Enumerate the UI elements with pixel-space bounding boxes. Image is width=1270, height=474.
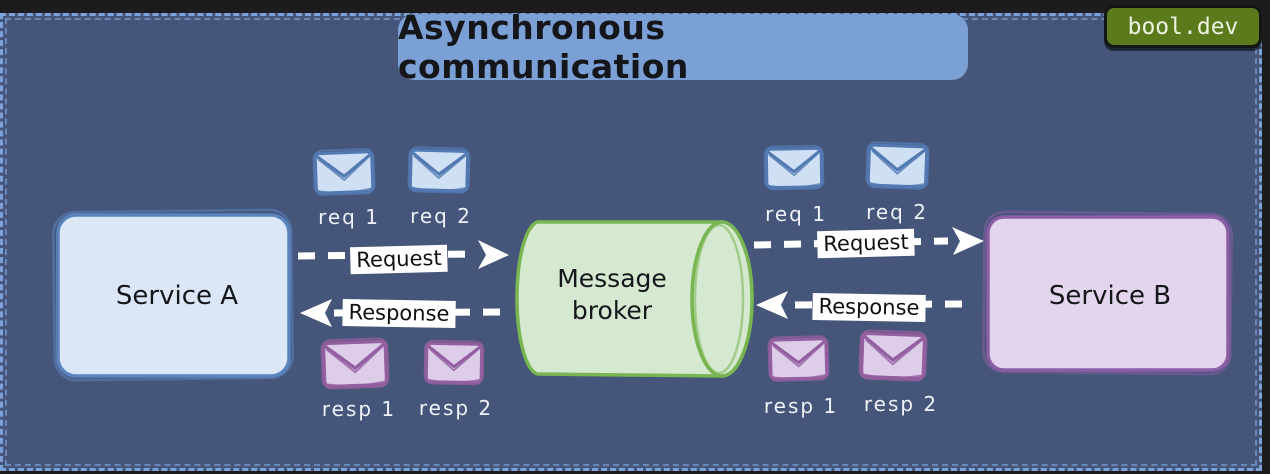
service-a-node [51, 208, 295, 382]
envelope-icon [313, 148, 375, 196]
diagram-title-text: Asynchronous communication [398, 8, 689, 86]
request-label-left: Request [350, 244, 448, 275]
envelope-icon [859, 330, 927, 381]
envelope-icon [321, 338, 389, 389]
service-a-label: Service A [115, 281, 239, 311]
left-resp1-label: resp 1 [321, 397, 397, 421]
service-b-label: Service B [1048, 281, 1172, 311]
envelope-icon [764, 145, 824, 190]
request-label-right: Request [817, 228, 915, 259]
right-req1-label: req 1 [765, 202, 827, 226]
envelope-icon [408, 147, 470, 193]
right-resp1-label: resp 1 [763, 394, 839, 418]
response-arrow-broker-to-a [300, 299, 501, 327]
service-b-node [982, 210, 1233, 376]
left-req1-label: req 1 [318, 205, 380, 229]
response-arrow-b-to-broker [756, 291, 963, 319]
left-req2-label: req 2 [410, 204, 472, 228]
envelope-icon [424, 340, 484, 385]
right-req2-label: req 2 [866, 200, 928, 224]
left-resp2-label: resp 2 [418, 396, 494, 420]
response-label-left: Response [342, 299, 456, 328]
envelope-icon [768, 335, 829, 382]
envelope-icon [866, 142, 929, 190]
request-arrow-a-to-broker [297, 240, 509, 269]
response-label-right: Response [812, 293, 926, 322]
brand-badge: bool.dev [1104, 5, 1262, 48]
brand-badge-text: bool.dev [1127, 13, 1239, 40]
right-resp2-label: resp 2 [863, 392, 939, 416]
message-broker-node [515, 220, 754, 378]
diagram-title: Asynchronous communication [398, 8, 968, 86]
message-broker-label: Message broker [557, 264, 667, 325]
